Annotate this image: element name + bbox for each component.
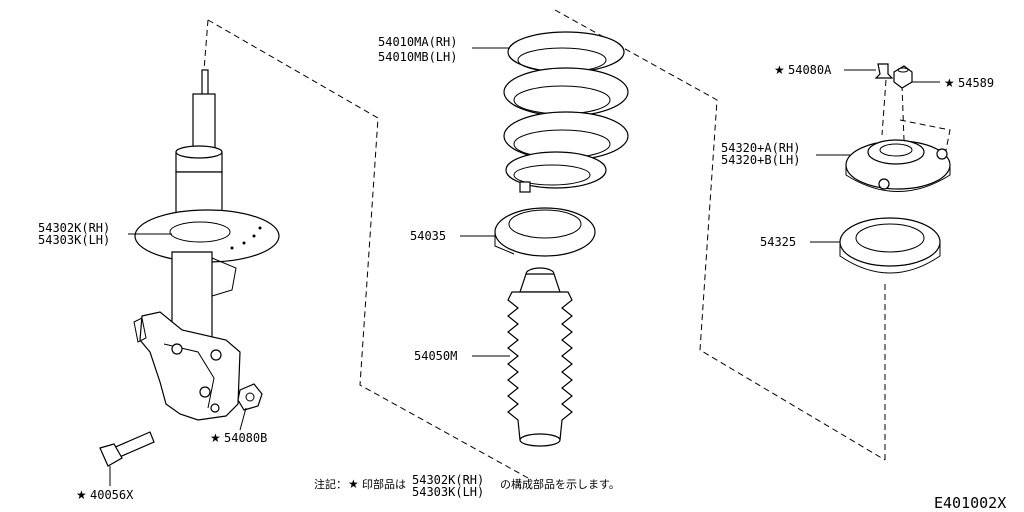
label-mount-lh: 54320+B(LH) (721, 153, 800, 167)
label-small-bolt: 54080A (788, 63, 832, 77)
mount-outline-top (899, 119, 951, 156)
strut-thread-tip (201, 69, 209, 97)
strut-nut-hole (245, 392, 255, 402)
top-nut-hole (897, 67, 909, 73)
spring-coil-4-inner (513, 164, 591, 186)
figure-id: E401002X (934, 494, 1006, 512)
star-strut-nut: ★ (210, 431, 221, 445)
top-nut (893, 65, 913, 89)
dust-boot (507, 267, 573, 447)
spring-group-outline (554, 9, 886, 461)
strut-nut (237, 383, 263, 411)
mount-stud-1 (878, 178, 890, 190)
strut-assembly (99, 69, 280, 467)
mount-stud-2 (936, 148, 948, 160)
label-spring-seat: 54035 (410, 229, 446, 243)
note-mid: 印部品は (362, 477, 406, 491)
bracket-hole-3 (199, 386, 211, 398)
upper-mount (845, 139, 951, 192)
coil-spring (503, 31, 629, 193)
label-spring-rh: 54010MA(RH) (378, 35, 457, 49)
label-dust-boot: 54050M (414, 349, 457, 363)
boot-neck (519, 273, 561, 293)
bracket-hole-4 (210, 403, 220, 413)
mount-plate-edge (845, 165, 951, 192)
spring-coil-4 (505, 151, 607, 189)
spring-end-tab (519, 181, 531, 193)
label-strut-lh: 54303K(LH) (38, 233, 110, 247)
note-prefix: 注記： (314, 477, 347, 491)
note-suffix: の構成部品を示します。 (500, 477, 620, 491)
boot-bottom (519, 433, 561, 447)
bolt-guide-line (881, 79, 887, 136)
small-bolt (874, 63, 894, 79)
star-small-bolt: ★ (774, 63, 785, 77)
strut-group-outline (207, 19, 529, 479)
label-bolt: 40056X (90, 488, 134, 502)
rod-collar-top (175, 145, 223, 159)
leader-strut-nut (239, 407, 247, 431)
knuckle-bracket (139, 311, 241, 421)
bearing-inner (855, 223, 925, 253)
lower-spring-seat-inner (169, 221, 231, 243)
boot-bellows (507, 291, 573, 441)
label-strut-nut: 54080B (224, 431, 267, 445)
nut-guide-line (901, 84, 905, 141)
label-strut-rh: 54302K(RH) (38, 221, 110, 235)
label-mount-rh: 54320+A(RH) (721, 141, 800, 155)
bolt-head (99, 443, 123, 467)
star-bolt: ★ (76, 488, 87, 502)
mount-boss (867, 139, 925, 165)
bearing-edge (839, 242, 941, 274)
bracket-hole-1 (171, 343, 183, 355)
spring-coil-1 (507, 31, 625, 73)
callout-labels: 54302K(RH) 54303K(LH) 54010MA(RH) 54010M… (38, 35, 994, 502)
label-top-nut: 54589 (958, 76, 994, 90)
note-star: ★ (348, 477, 359, 491)
note-part-lh: 54303K(LH) (412, 485, 484, 499)
bracket-tab (133, 317, 147, 343)
spring-seat-inner (508, 209, 582, 239)
note-part-rh: 54302K(RH) (412, 473, 484, 487)
spring-seat (494, 207, 596, 257)
leader-lines (109, 47, 940, 486)
label-bearing: 54325 (760, 235, 796, 249)
label-spring-lh: 54010MB(LH) (378, 50, 457, 64)
bracket-fin (211, 257, 237, 297)
top-hardware (874, 63, 913, 89)
mount-boss-hole (879, 143, 913, 157)
star-top-nut: ★ (944, 76, 955, 90)
bearing-outer (839, 217, 941, 267)
footnote: 注記： ★ 印部品は 54302K(RH) 54303K(LH) の構成部品を示… (314, 473, 620, 499)
spring-seat-lip (494, 232, 515, 255)
bearing (839, 217, 941, 274)
bracket-hole-2 (210, 349, 222, 361)
spring-seat-outer (494, 207, 596, 257)
